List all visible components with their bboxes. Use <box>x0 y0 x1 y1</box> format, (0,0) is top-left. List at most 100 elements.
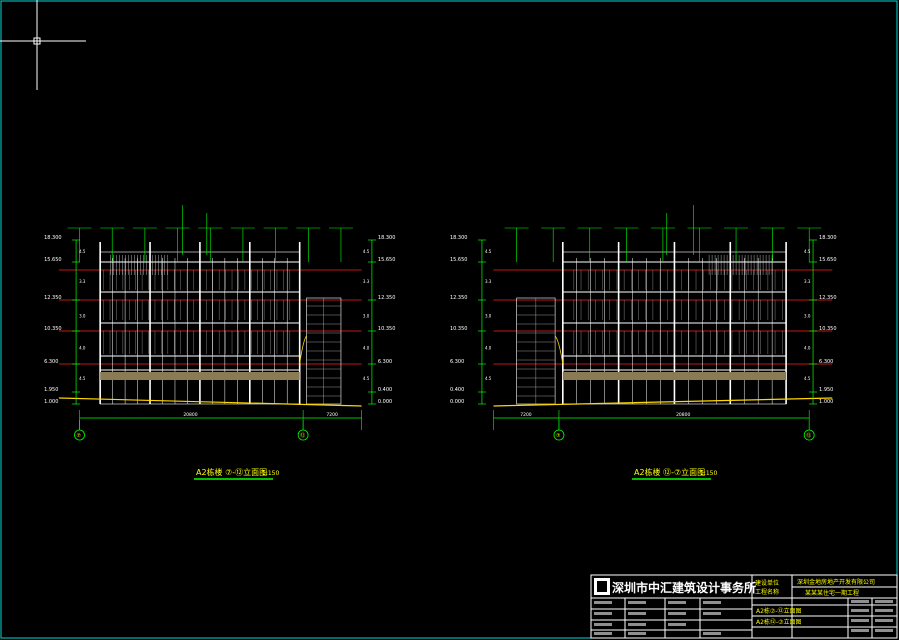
right-elevation-drawing: 18.300 15.650 12.350 10.350 6.300 0.400 0.000 4… <box>450 205 837 441</box>
title-block-cell-text <box>703 612 721 615</box>
side-dimension-label: 7200 <box>326 412 338 418</box>
story-height-label: 3.0 <box>363 314 370 319</box>
level-elevation-label: 6.300 <box>378 359 392 365</box>
title-block-cell-text <box>594 601 612 604</box>
ground-line <box>58 397 362 407</box>
grid-bubble <box>297 429 309 441</box>
title-block-cell-text <box>628 632 646 635</box>
level-elevation-label: 18.300 <box>819 235 837 241</box>
level-elevation-label: 0.400 <box>378 387 392 393</box>
grid-bubble-label: ⑦ <box>556 433 561 439</box>
story-height-label: 3.0 <box>79 314 86 319</box>
title-block-cell-text <box>851 619 869 622</box>
level-elevation-label: 6.300 <box>819 359 833 365</box>
story-height-label: 3.0 <box>804 314 811 319</box>
level-elevation-label: 12.350 <box>819 295 837 301</box>
project-label: 建设单位 <box>755 579 779 587</box>
story-height-label: 4.5 <box>363 249 370 254</box>
title-block-cell-text <box>668 623 686 626</box>
title-block-cell-text <box>875 629 893 632</box>
drawing-name-1: A2栋⑦-⑫立面图 <box>756 607 801 615</box>
canopy-curve <box>554 335 564 365</box>
left-elevation-drawing: 18.300 15.650 12.350 10.350 6.300 1.950 1.000 4… <box>44 205 396 441</box>
title-block-cell-text <box>703 632 721 635</box>
story-height-label: 4.5 <box>804 249 811 254</box>
title-block-cell-text <box>594 612 612 615</box>
level-elevation-label: 15.650 <box>819 257 837 263</box>
level-elevation-label: 0.000 <box>450 399 464 405</box>
shopfront-band <box>562 372 787 380</box>
title-block-cell-text <box>594 623 612 626</box>
title-block-cell-text <box>628 612 646 615</box>
story-height-label: 4.5 <box>804 376 811 381</box>
right-elevation-title: A2栋楼 ⑫-⑦立面图 1:150 <box>632 467 717 480</box>
level-elevation-label: 10.350 <box>378 326 396 332</box>
left-elevation-scale: 1:150 <box>262 470 279 477</box>
story-height-label: 4.0 <box>485 346 492 351</box>
level-elevation-label: 1.950 <box>44 387 58 393</box>
level-elevation-label: 18.300 <box>378 235 396 241</box>
title-block: 深圳市中汇建筑设计事务所 建设单位 工程名称 深圳金地房地产开发有限公司 某某某… <box>590 574 898 639</box>
title-block-cell-text <box>628 623 646 626</box>
level-elevation-label: 6.300 <box>450 359 464 365</box>
story-height-label: 4.5 <box>79 376 86 381</box>
level-elevation-label: 0.000 <box>378 399 392 405</box>
grid-bubble-label: ⑦ <box>77 433 82 439</box>
level-elevation-label: 1.000 <box>44 399 58 405</box>
left-elevation-title: A2栋楼 ⑦-⑫立面图 1:150 <box>194 467 279 480</box>
level-elevation-label: 18.300 <box>450 235 468 241</box>
level-elevation-label: 6.300 <box>44 359 58 365</box>
shopfront-band <box>100 372 300 380</box>
level-elevation-label: 1.000 <box>819 399 833 405</box>
story-height-label: 4.5 <box>79 249 86 254</box>
overall-dimension-label: 20800 <box>183 412 197 418</box>
story-height-label: 3.3 <box>79 279 86 284</box>
story-height-label: 4.5 <box>485 249 492 254</box>
left-elevation-title-text: A2栋楼 ⑦-⑫立面图 <box>196 467 267 477</box>
story-height-label: 4.0 <box>363 346 370 351</box>
overall-dimension-label: 20800 <box>676 412 690 418</box>
level-elevation-label: 18.300 <box>44 235 62 241</box>
title-block-cell-text <box>875 600 893 603</box>
project-name: 某某某住宅一期工程 <box>805 589 859 597</box>
level-elevation-label: 15.650 <box>450 257 468 263</box>
side-dimension-label: 7200 <box>520 412 532 418</box>
client-name: 深圳金地房地产开发有限公司 <box>797 578 875 586</box>
grid-bubble <box>803 429 815 441</box>
level-elevation-label: 10.350 <box>44 326 62 332</box>
right-elevation-title-text: A2栋楼 ⑫-⑦立面图 <box>634 467 705 477</box>
level-elevation-label: 15.650 <box>378 257 396 263</box>
ground-line <box>493 397 833 407</box>
story-height-label: 4.5 <box>363 376 370 381</box>
work-label: 工程名称 <box>755 588 779 596</box>
level-elevation-label: 12.350 <box>378 295 396 301</box>
story-height-label: 3.0 <box>485 314 492 319</box>
canopy-curve <box>299 335 307 365</box>
title-block-cell-text <box>851 609 869 612</box>
title-block-cell-text <box>668 612 686 615</box>
level-elevation-label: 1.950 <box>819 387 833 393</box>
grid-bubble-label: ⑫ <box>300 432 305 439</box>
story-height-label: 4.0 <box>79 346 86 351</box>
crosshair-cursor-icon <box>0 0 86 90</box>
right-elevation-scale: 1:150 <box>700 470 717 477</box>
level-elevation-label: 12.350 <box>44 295 62 301</box>
grid-bubble <box>74 429 85 441</box>
level-elevation-label: 15.650 <box>44 257 62 263</box>
story-height-label: 3.3 <box>804 279 811 284</box>
firm-name: 深圳市中汇建筑设计事务所 <box>612 580 756 595</box>
level-elevation-label: 12.350 <box>450 295 468 301</box>
title-block-cell-text <box>851 600 869 603</box>
level-elevation-label: 10.350 <box>819 326 837 332</box>
level-elevation-label: 0.400 <box>450 387 464 393</box>
title-block-cell-text <box>875 609 893 612</box>
title-block-cell-text <box>628 601 646 604</box>
title-block-cell-text <box>668 601 686 604</box>
title-block-cell-text <box>851 629 869 632</box>
drawing-name-2: A2栋⑫-⑦立面图 <box>756 618 801 626</box>
grid-bubble-label: ⑫ <box>806 432 811 439</box>
grid-bubble <box>553 429 565 441</box>
story-height-label: 3.3 <box>363 279 370 284</box>
level-elevation-label: 10.350 <box>450 326 468 332</box>
